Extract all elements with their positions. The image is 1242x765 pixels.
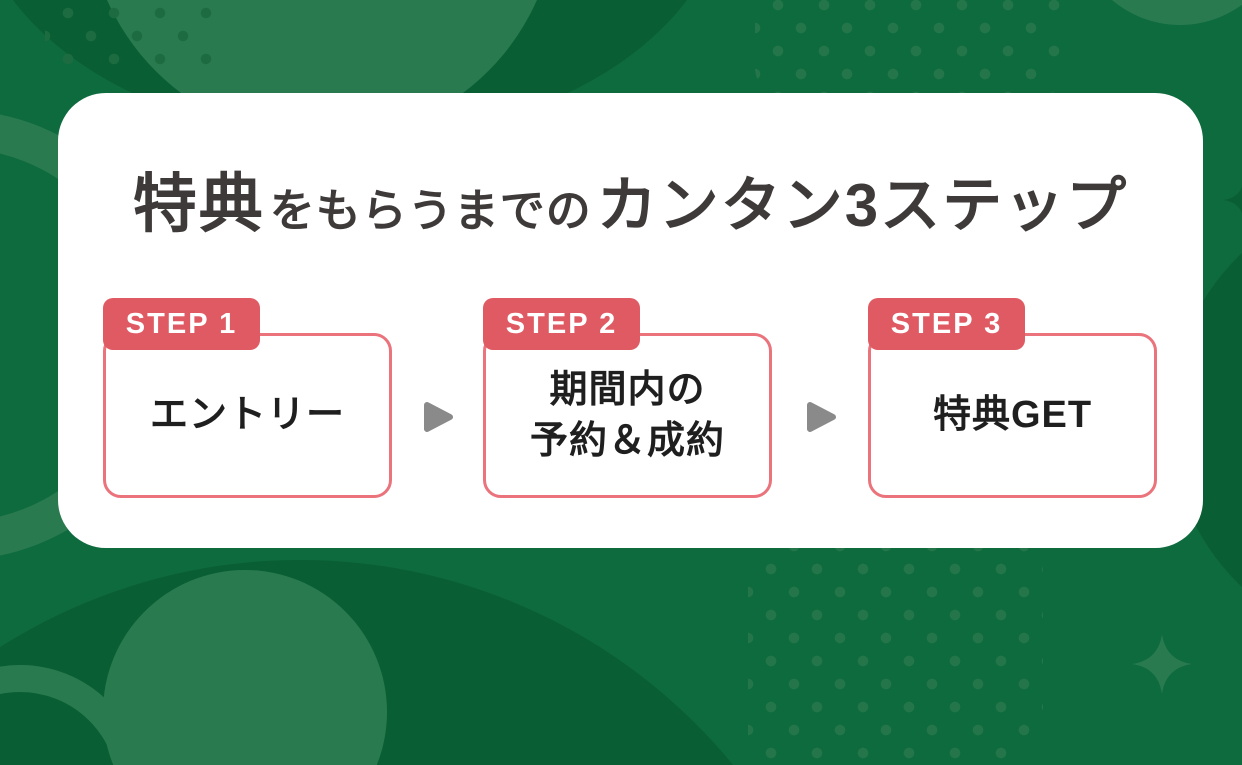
step-1-label-line: エントリー <box>149 394 345 437</box>
sparkle-icon <box>1130 632 1194 701</box>
dot-grid-pattern-top-left <box>45 0 220 68</box>
steps-row: STEP 1 エントリー STEP 2 期間内の <box>103 298 1157 498</box>
step-2-label-line: 予約＆成約 <box>529 419 725 462</box>
title-emphasis-tail: カンタン3ステップ <box>596 172 1129 239</box>
step-3-label: 特典GET <box>933 390 1092 440</box>
step-1-box: エントリー <box>103 333 392 498</box>
step-group-3: STEP 3 特典GET <box>868 298 1157 498</box>
dot-grid-pattern-bottom <box>748 546 1043 765</box>
step-3-label-line: 特典GET <box>932 394 1093 437</box>
arrow-right-icon <box>418 398 456 436</box>
step-1-label: エントリー <box>150 390 345 440</box>
step-2-label-line: 期間内の <box>549 369 706 412</box>
dot-grid-pattern-top-right <box>755 0 1070 94</box>
step-group-2: STEP 2 期間内の 予約＆成約 <box>483 298 772 498</box>
sparkle-icon <box>1222 178 1242 227</box>
card: 特典 をもらうまでの カンタン3ステップ STEP 1 エントリー <box>58 93 1203 548</box>
title-emphasis-lead: 特典 <box>132 168 265 240</box>
step-3-box: 特典GET <box>868 333 1157 498</box>
page-title: 特典 をもらうまでの カンタン3ステップ <box>58 153 1203 245</box>
step-2-badge: STEP 2 <box>483 298 640 350</box>
step-group-1: STEP 1 エントリー <box>103 298 392 498</box>
step-1-badge: STEP 1 <box>103 298 260 350</box>
step-2-box: 期間内の 予約＆成約 <box>483 333 772 498</box>
step-3-badge: STEP 3 <box>868 298 1025 350</box>
circle-shape-top-right <box>1075 0 1242 25</box>
step-2-label: 期間内の 予約＆成約 <box>530 365 725 465</box>
title-connector: をもらうまでの <box>269 185 592 236</box>
arrow-right-icon <box>801 398 839 436</box>
